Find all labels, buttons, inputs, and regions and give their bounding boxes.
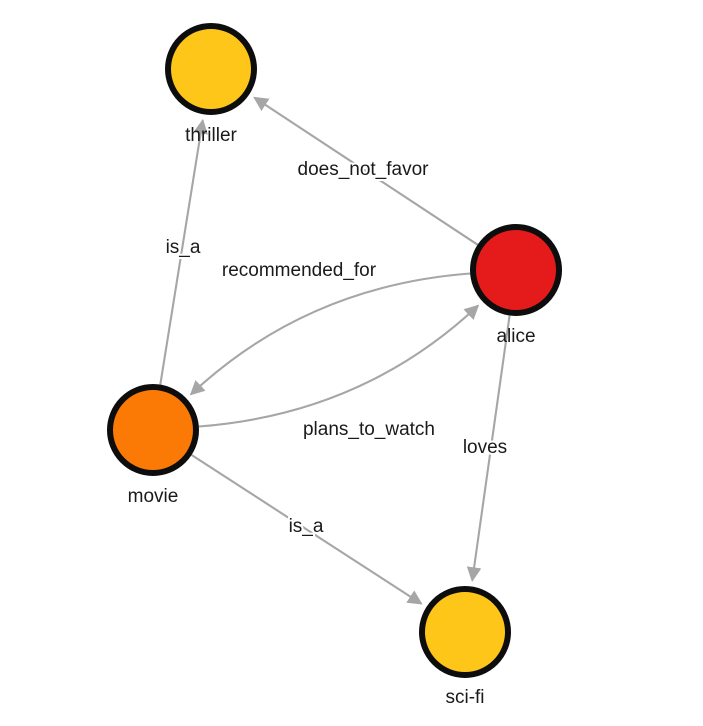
node-label-thriller: thriller (185, 125, 237, 146)
edge-label-text: loves (463, 437, 507, 458)
edge-label-halo: recommended_for (222, 260, 377, 281)
edge-label: is_ais_a (164, 235, 203, 260)
graph-edge (466, 315, 511, 582)
graph-edge (159, 118, 208, 385)
edge-label-text: does_not_favor (298, 159, 430, 180)
nodes-layer (107, 23, 562, 678)
graph-edge (198, 304, 480, 428)
edge-label-text: is_a (289, 516, 324, 537)
edge-label-text: plans_to_watch (303, 419, 435, 440)
edge-label-halo: loves (463, 437, 507, 458)
edge-label-halo: is_a (289, 516, 324, 537)
edge-label-halo: is_a (166, 237, 201, 258)
graph-node-thriller[interactable] (165, 23, 257, 115)
graph-edge (189, 272, 471, 396)
edge-label-halo: does_not_favor (298, 159, 430, 180)
node-label-sci-fi: sci-fi (445, 687, 484, 708)
graph-node-alice[interactable] (470, 224, 562, 316)
graph-node-movie[interactable] (107, 384, 199, 476)
graph-edge (253, 96, 479, 246)
node-labels-layer: thriller alice movie sci-fi (128, 125, 536, 708)
node-label-alice: alice (496, 326, 535, 347)
edge-label-halo: plans_to_watch (303, 419, 435, 440)
edge-labels-layer: does_not_favordoes_not_favoris_ais_areco… (164, 157, 510, 539)
edge-label: is_ais_a (287, 514, 326, 539)
node-label-movie: movie (128, 486, 179, 507)
graph-node-sci-fi[interactable] (419, 586, 511, 678)
graph-edge (191, 454, 423, 605)
edge-label-text: is_a (166, 237, 201, 258)
edge-label-text: recommended_for (222, 260, 377, 281)
edges-layer (159, 96, 511, 605)
